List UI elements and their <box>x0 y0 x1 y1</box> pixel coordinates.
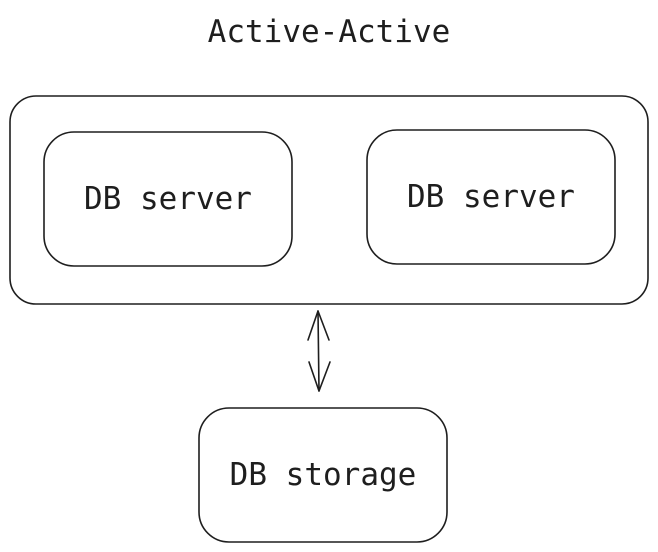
db-server-left-label: DB server <box>84 181 252 217</box>
db-storage-box <box>198 407 448 543</box>
cluster-container <box>9 95 649 305</box>
arrow-head-up <box>307 310 330 341</box>
arrow-head-down <box>308 361 331 392</box>
db-server-right-label: DB server <box>407 179 575 215</box>
db-storage-label: DB storage <box>229 457 417 493</box>
diagram-title: Active-Active <box>207 14 451 50</box>
bidirectional-arrow <box>307 310 331 392</box>
db-server-right-box <box>366 129 616 265</box>
arrow-shaft <box>317 310 320 392</box>
db-server-left-box <box>43 131 293 267</box>
